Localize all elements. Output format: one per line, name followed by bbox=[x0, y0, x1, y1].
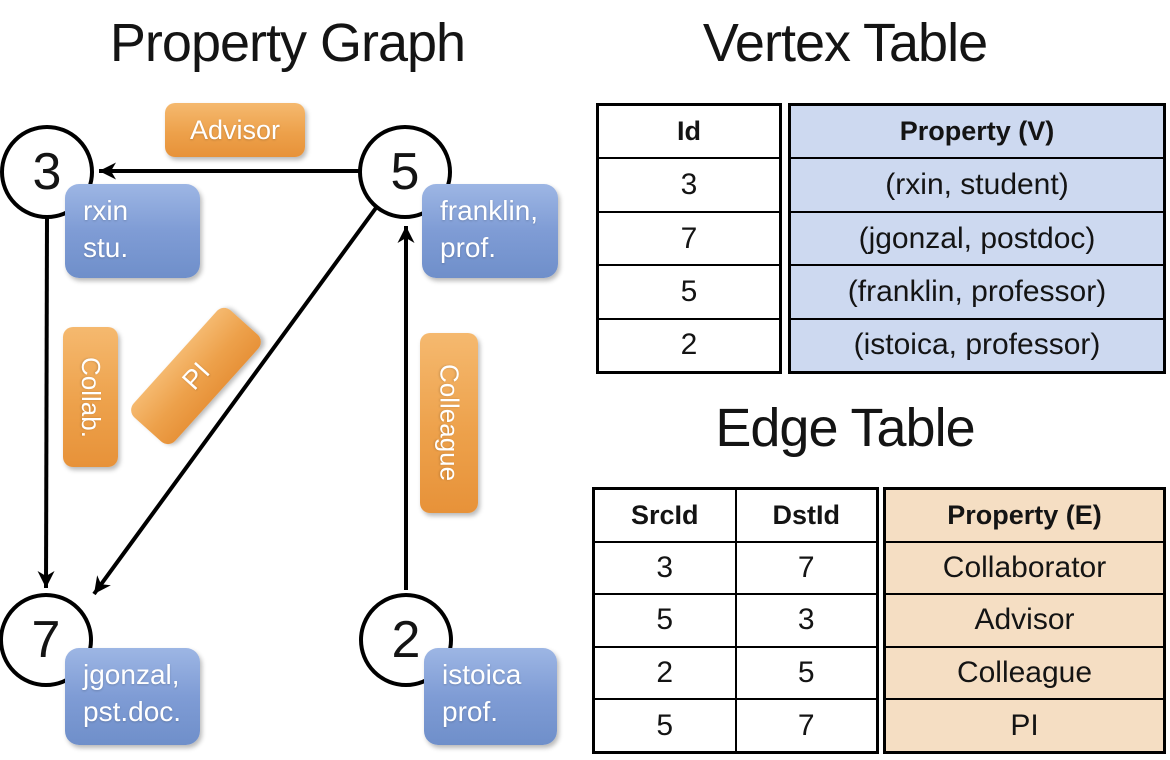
cell-id: 2 bbox=[680, 328, 698, 362]
header-label: DstId bbox=[734, 490, 877, 541]
cell-dstid: 5 bbox=[734, 647, 877, 699]
cell-property: PI bbox=[1010, 708, 1039, 742]
graph-node-2: 2 bbox=[359, 593, 453, 687]
header-label: SrcId bbox=[630, 499, 699, 530]
node-id-label: 7 bbox=[31, 611, 61, 669]
table-row: (rxin, student) bbox=[791, 157, 1163, 210]
cell-dstid: 7 bbox=[734, 542, 877, 594]
cell-srcid: 5 bbox=[656, 708, 674, 742]
table-row: Advisor bbox=[886, 593, 1163, 646]
cell-property: (istoica, professor) bbox=[853, 328, 1101, 362]
cell-dstid: 3 bbox=[734, 595, 877, 646]
property-line: pst.doc. bbox=[83, 695, 182, 727]
header-label: Property (V) bbox=[899, 116, 1055, 147]
edge-label-colleague: Colleague bbox=[420, 333, 478, 513]
cell-property: Advisor bbox=[974, 603, 1075, 637]
table-row: 3 7 bbox=[595, 540, 877, 594]
column-header: Property (E) bbox=[886, 490, 1163, 541]
table-row: (jgonzal, postdoc) bbox=[791, 210, 1163, 264]
table-row: PI bbox=[886, 698, 1163, 751]
property-line: jgonzal, bbox=[83, 659, 180, 690]
property-line: rxin bbox=[83, 195, 129, 226]
column-header: Id bbox=[599, 106, 779, 157]
cell-id: 3 bbox=[680, 168, 698, 202]
cell-srcid: 2 bbox=[656, 656, 674, 690]
column-header: Property (V) bbox=[791, 106, 1163, 157]
node-property-box-jgonzal: jgonzal, pst.doc. bbox=[65, 648, 200, 745]
node-id-label: 5 bbox=[390, 143, 420, 201]
table-row: (istoica, professor) bbox=[791, 317, 1163, 371]
node-id-label: 3 bbox=[32, 143, 62, 201]
column-header: SrcId DstId bbox=[595, 490, 876, 541]
vertex-table-title: Vertex Table bbox=[702, 13, 988, 73]
property-line: franklin, bbox=[440, 195, 539, 226]
table-row: (franklin, professor) bbox=[791, 264, 1163, 317]
cell-property: (rxin, student) bbox=[885, 168, 1069, 202]
edge-table-title: Edge Table bbox=[715, 398, 975, 458]
edge-label-collab: Collab. bbox=[63, 327, 118, 467]
cell-property: (jgonzal, postdoc) bbox=[858, 221, 1096, 255]
graph-edges-layer bbox=[37, 162, 415, 596]
property-line: stu. bbox=[83, 231, 129, 263]
cell-dstid: 7 bbox=[734, 700, 877, 751]
cell-id: 7 bbox=[680, 221, 698, 255]
property-line: prof. bbox=[442, 695, 499, 727]
table-row: 5 bbox=[599, 264, 779, 317]
edge-line-pi-5-to-7 bbox=[92, 199, 383, 596]
table-row: 2 bbox=[599, 317, 779, 371]
property-line: prof. bbox=[440, 231, 497, 263]
table-row: Collaborator bbox=[886, 540, 1163, 594]
edge-line-collab-3-to-7 bbox=[37, 215, 55, 589]
property-graph-title: Property Graph bbox=[109, 13, 466, 73]
vertex-table-property-column: Property (V) (rxin, student) (jgonzal, p… bbox=[788, 103, 1166, 374]
cell-property: (franklin, professor) bbox=[847, 274, 1107, 308]
property-line: istoica bbox=[442, 659, 522, 690]
node-property-box-franklin: franklin, prof. bbox=[422, 184, 558, 278]
vertex-table-id-column: Id 3 7 5 2 bbox=[596, 103, 782, 374]
cell-srcid: 3 bbox=[656, 550, 674, 584]
table-row: Colleague bbox=[886, 645, 1163, 699]
table-row: 7 bbox=[599, 210, 779, 264]
table-row: 3 bbox=[599, 157, 779, 210]
node-property-box-rxin: rxin stu. bbox=[65, 184, 200, 278]
cell-property: Colleague bbox=[956, 656, 1093, 690]
edge-table-id-columns: SrcId DstId 3 7 5 3 2 5 5 7 bbox=[592, 487, 879, 754]
table-row: 5 3 bbox=[595, 593, 876, 646]
cell-id: 5 bbox=[680, 274, 698, 308]
cell-property: Collaborator bbox=[942, 550, 1107, 584]
edge-label-advisor: Advisor bbox=[165, 103, 305, 157]
header-label: Property (E) bbox=[947, 499, 1102, 530]
table-row: 2 5 bbox=[595, 645, 877, 699]
table-row: 5 7 bbox=[595, 698, 876, 751]
node-id-label: 2 bbox=[391, 611, 421, 669]
header-label: Id bbox=[677, 116, 701, 147]
cell-srcid: 5 bbox=[656, 603, 674, 637]
node-property-box-istoica: istoica prof. bbox=[424, 648, 557, 745]
edge-table-property-column: Property (E) Collaborator Advisor Collea… bbox=[883, 487, 1166, 754]
graph-node-5: 5 bbox=[358, 125, 452, 219]
